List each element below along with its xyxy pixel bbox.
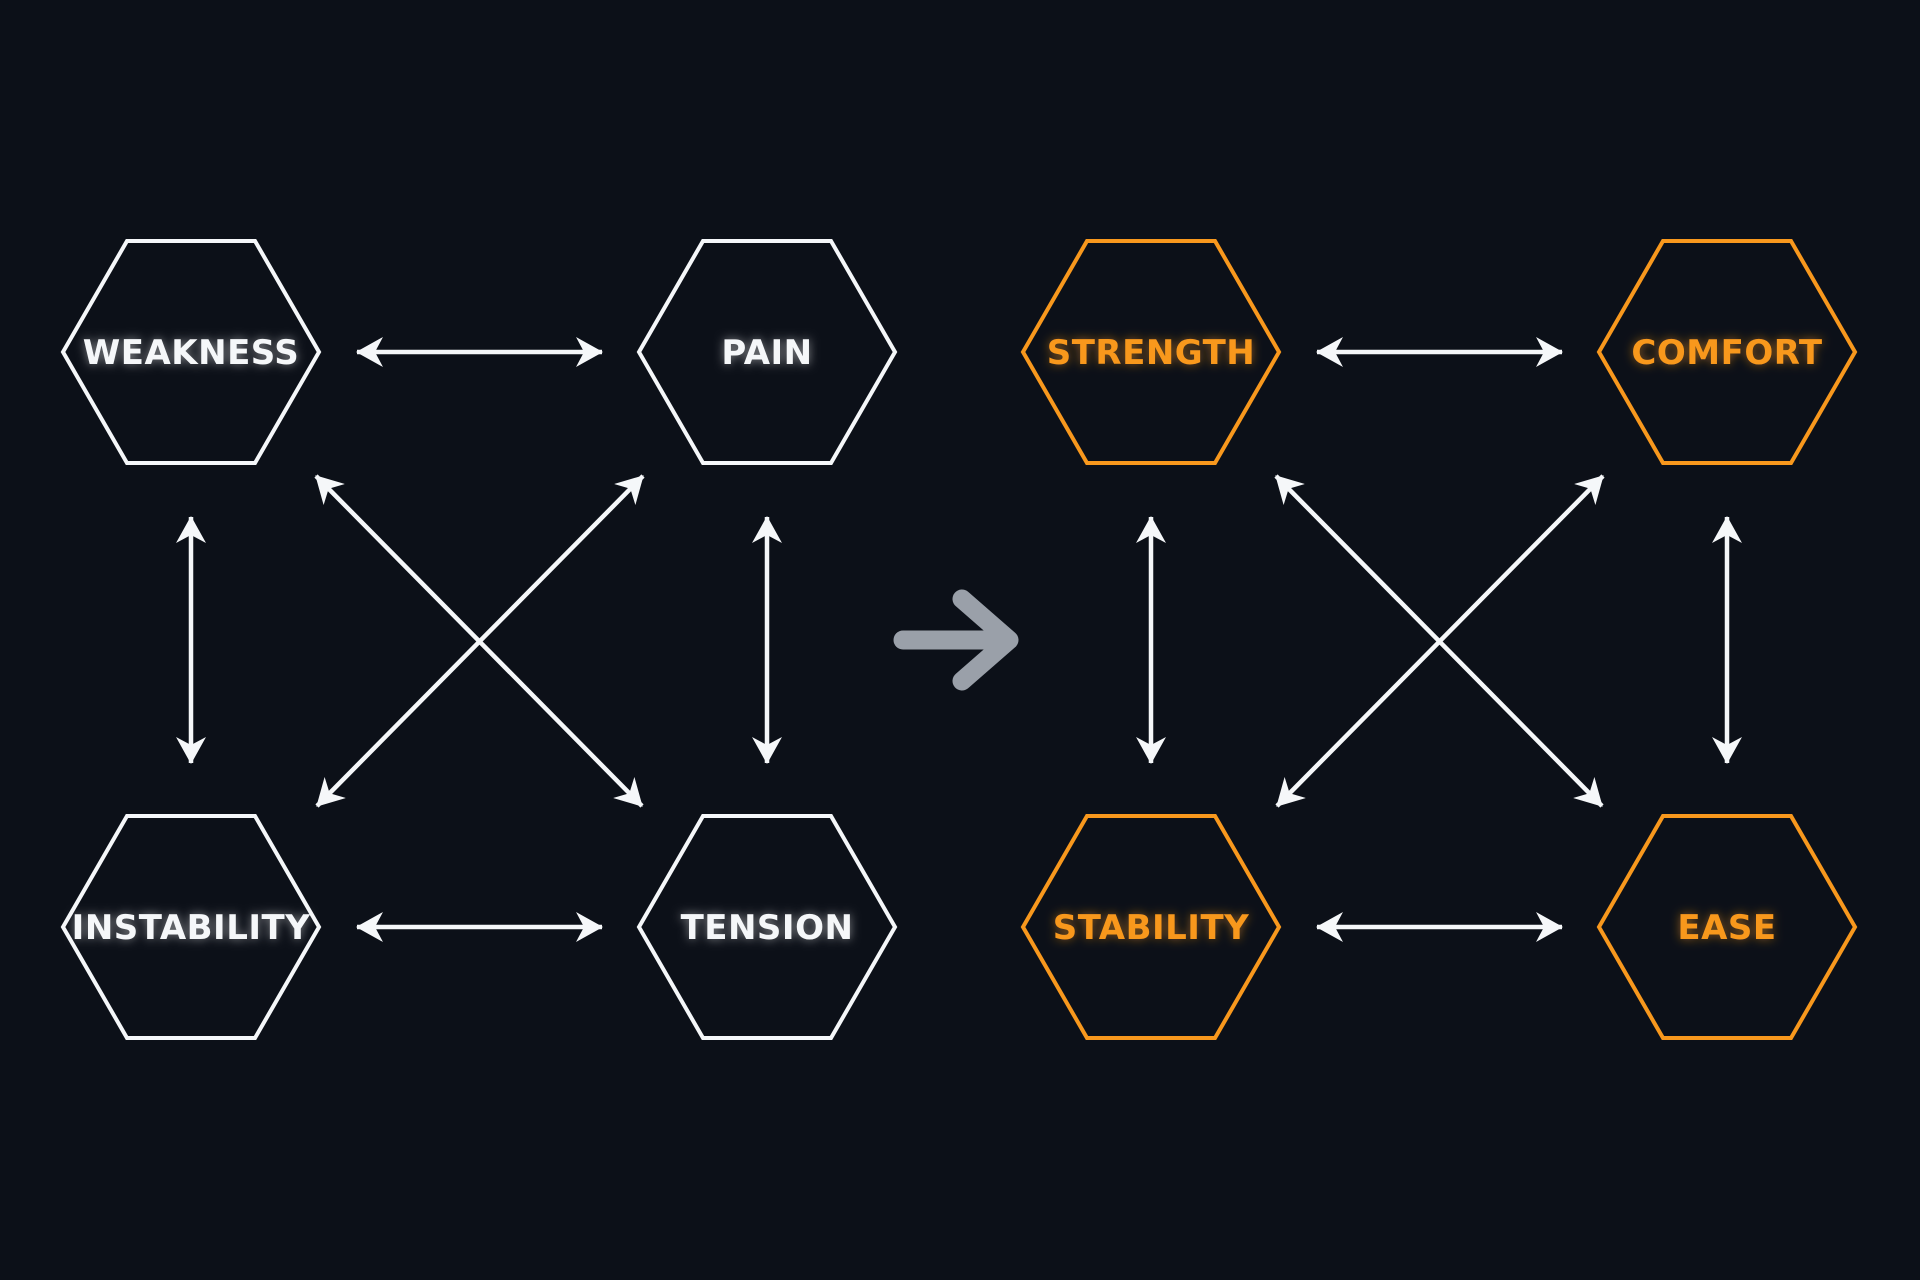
node-ease: EASE (1596, 814, 1858, 1040)
label-tension: TENSION (681, 908, 854, 948)
node-strength: STRENGTH (1020, 239, 1282, 465)
edge-pain-instability-diagonal (315, 474, 645, 808)
hexagon-strength (1020, 239, 1282, 465)
hexagon-stability (1020, 814, 1282, 1040)
label-comfort: COMFORT (1631, 333, 1822, 373)
edge-comfort-stability-diagonal (1275, 474, 1605, 808)
node-tension: TENSION (636, 814, 898, 1040)
hexagon-instability (60, 814, 322, 1040)
after-group: STRENGTH COMFORT STABILITY EASE (1020, 239, 1858, 1040)
label-instability: INSTABILITY (72, 908, 311, 948)
hexagon-weakness (60, 239, 322, 465)
label-stability: STABILITY (1053, 908, 1250, 948)
before-group: WEAKNESS PAIN INSTABILITY TENSION (60, 239, 898, 1040)
hexagon-ease (1596, 814, 1858, 1040)
right-arrow-icon (893, 589, 1019, 691)
label-ease: EASE (1677, 908, 1776, 948)
node-comfort: COMFORT (1596, 239, 1858, 465)
node-stability: STABILITY (1020, 814, 1282, 1040)
hexagon-comfort (1596, 239, 1858, 465)
node-pain: PAIN (636, 239, 898, 465)
right-arrow-head (952, 589, 1019, 691)
hexagon-tension (636, 814, 898, 1040)
label-strength: STRENGTH (1047, 333, 1256, 373)
node-instability: INSTABILITY (60, 814, 322, 1040)
hexagon-pain (636, 239, 898, 465)
node-weakness: WEAKNESS (60, 239, 322, 465)
label-pain: PAIN (721, 333, 812, 373)
label-weakness: WEAKNESS (83, 333, 300, 373)
